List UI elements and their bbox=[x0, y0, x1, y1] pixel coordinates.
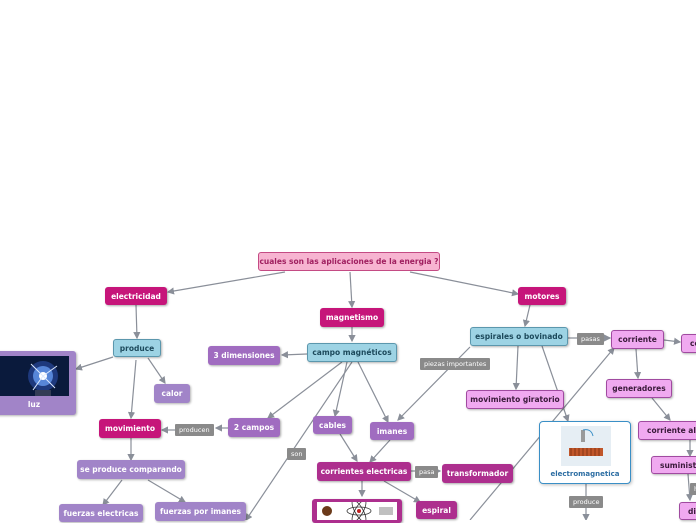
node-di-partial[interactable]: di bbox=[679, 502, 696, 520]
root-topic-node[interactable]: cuales son las aplicaciones de la energi… bbox=[258, 252, 440, 271]
node-suministro-partial[interactable]: suministr bbox=[651, 456, 696, 474]
node-cables[interactable]: cables bbox=[313, 416, 352, 434]
node-movimiento-giratorio[interactable]: movimiento giratorio bbox=[466, 390, 564, 409]
node-fuerzas-por-imanes[interactable]: fuerzas por imanes bbox=[155, 502, 246, 521]
node-electromagnetica-label: electromagnetica bbox=[540, 470, 630, 478]
node-movimiento[interactable]: movimiento bbox=[99, 419, 161, 438]
node-espirales-o-bovinado[interactable]: espirales o bovinado bbox=[470, 327, 568, 346]
edge-label-cut: h bbox=[690, 483, 696, 495]
node-electromagnetica[interactable]: electromagnetica bbox=[539, 421, 631, 484]
node-luz-label: luz bbox=[0, 400, 71, 409]
node-fuerzas-electricas[interactable]: fuerzas electricas bbox=[59, 504, 143, 522]
node-produce[interactable]: produce bbox=[113, 339, 161, 357]
node-generadores[interactable]: generadores bbox=[606, 379, 672, 398]
electromagnet-image bbox=[541, 424, 631, 470]
atom-image bbox=[317, 502, 397, 520]
node-motores[interactable]: motores bbox=[518, 287, 566, 305]
node-corrientes-electricas[interactable]: corrientes electricas bbox=[317, 462, 411, 481]
node-magnetismo[interactable]: magnetismo bbox=[320, 308, 384, 327]
node-2-campos[interactable]: 2 campos bbox=[228, 418, 280, 437]
edge-label-pasas: pasas bbox=[577, 333, 604, 345]
edge-label-son: son bbox=[287, 448, 306, 460]
node-3-dimensiones[interactable]: 3 dimensiones bbox=[208, 346, 280, 365]
node-calor[interactable]: calor bbox=[154, 384, 190, 403]
node-corriente[interactable]: corriente bbox=[611, 330, 664, 349]
node-se-produce-comparando[interactable]: se produce comparando bbox=[77, 460, 185, 479]
edge-label-piezas-importantes: piezas importantes bbox=[420, 358, 490, 370]
node-imanes[interactable]: imanes bbox=[370, 422, 414, 440]
plasma-ball-image bbox=[0, 356, 69, 396]
node-transformador[interactable]: transformador bbox=[442, 464, 513, 483]
edge-label-produce: produce bbox=[569, 496, 603, 508]
node-atom-image[interactable] bbox=[312, 499, 402, 523]
node-campo-magneticos[interactable]: campo magnéticos bbox=[307, 343, 397, 362]
node-co-partial[interactable]: co bbox=[681, 334, 696, 353]
node-electricidad[interactable]: electricidad bbox=[105, 287, 167, 305]
node-luz-image[interactable]: luz bbox=[0, 351, 76, 415]
edge-label-producen: producen bbox=[175, 424, 214, 436]
node-espiral[interactable]: espiral bbox=[416, 501, 457, 519]
node-corriente-alterna-partial[interactable]: corriente alte bbox=[638, 421, 696, 440]
edge-label-pasa: pasa bbox=[415, 466, 438, 478]
